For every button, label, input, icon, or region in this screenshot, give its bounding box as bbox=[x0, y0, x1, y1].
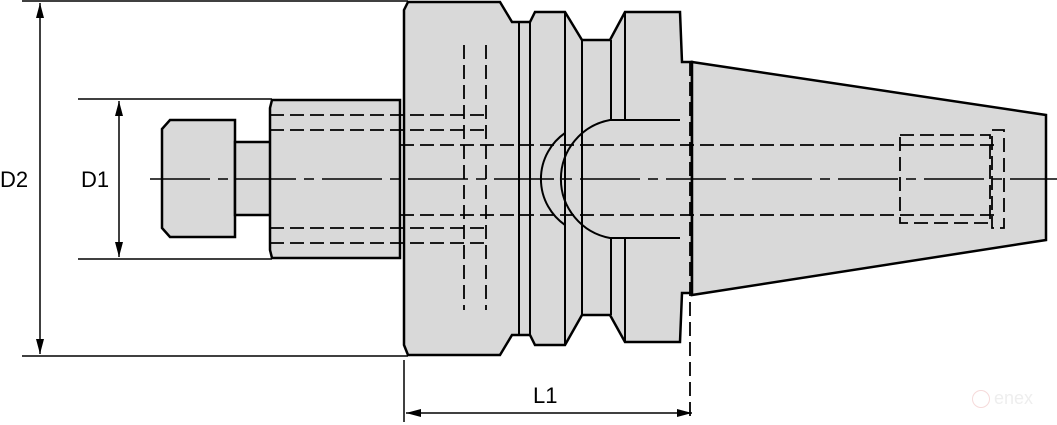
watermark-logo-icon bbox=[972, 389, 990, 408]
dimension-d1-label: D1 bbox=[81, 167, 110, 192]
watermark-text: enex bbox=[994, 388, 1034, 408]
watermark: enex bbox=[972, 388, 1033, 409]
dimension-d2-label: D2 bbox=[0, 167, 29, 192]
dimension-l1-label: L1 bbox=[533, 383, 558, 408]
